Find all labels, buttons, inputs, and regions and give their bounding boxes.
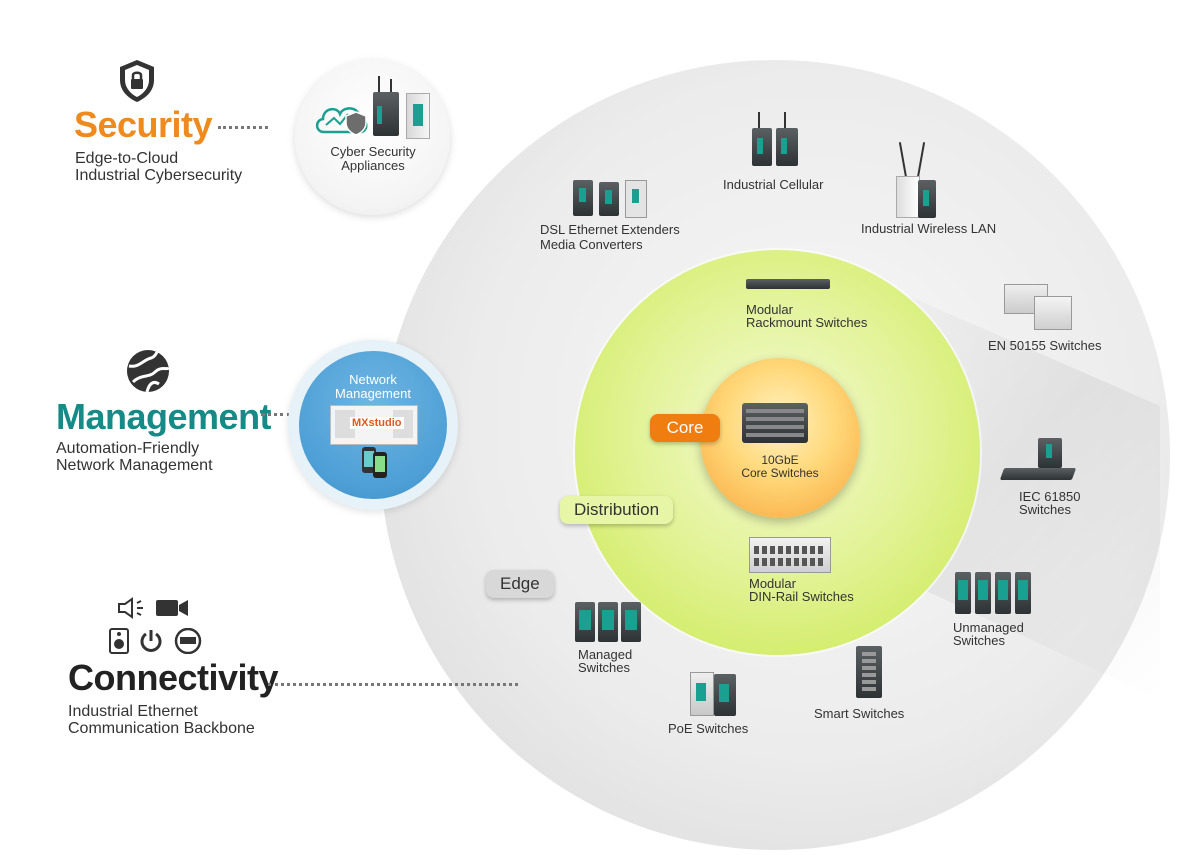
managed-devices bbox=[575, 602, 643, 642]
dsl-devices bbox=[573, 180, 647, 218]
dinrail-switch-device bbox=[749, 537, 831, 573]
security-connector bbox=[218, 126, 268, 129]
security-subtitle-1: Edge-to-Cloud bbox=[75, 150, 179, 167]
dinrail-label-1: Modular bbox=[749, 576, 796, 591]
wlan-devices bbox=[896, 142, 940, 218]
power-icon bbox=[138, 628, 164, 659]
management-bubble-title-1: Network bbox=[349, 372, 397, 387]
en50155-devices bbox=[1004, 284, 1072, 330]
smart-switch-device bbox=[856, 646, 882, 698]
speaker-icon bbox=[117, 597, 149, 624]
management-title: Management bbox=[56, 396, 272, 437]
connectivity-title: Connectivity bbox=[68, 657, 279, 698]
en50155-label: EN 50155 Switches bbox=[988, 338, 1102, 353]
camera-icon bbox=[155, 598, 189, 623]
dsl-label-2: Media Converters bbox=[540, 237, 643, 252]
rackmount-label-2: Rackmount Switches bbox=[746, 315, 868, 330]
management-subtitle-1: Automation-Friendly bbox=[56, 440, 200, 457]
security-bubble-label-2: Appliances bbox=[341, 158, 405, 173]
core-device-label-1: 10GbE bbox=[761, 453, 799, 467]
unmanaged-devices bbox=[955, 572, 1031, 614]
phone-icon bbox=[373, 452, 387, 478]
connectivity-subtitle-1: Industrial Ethernet bbox=[68, 703, 198, 720]
poe-devices bbox=[690, 672, 736, 716]
poe-label: PoE Switches bbox=[668, 721, 749, 736]
cellular-label: Industrial Cellular bbox=[723, 177, 824, 192]
rackmount-switch-device bbox=[746, 279, 830, 289]
cloud-shield-icon bbox=[312, 98, 374, 143]
security-bubble-label-1: Cyber Security bbox=[330, 144, 416, 159]
management-subtitle-2: Network Management bbox=[56, 457, 213, 474]
security-title: Security bbox=[74, 104, 213, 145]
unmanaged-label-2: Switches bbox=[953, 633, 1006, 648]
wlan-label: Industrial Wireless LAN bbox=[861, 221, 997, 236]
globe-icon bbox=[125, 348, 171, 399]
iec61850-label-2: Switches bbox=[1019, 502, 1072, 517]
core-device-label-2: Core Switches bbox=[741, 466, 819, 480]
phone-icon bbox=[362, 447, 376, 473]
security-subtitle-2: Industrial Cybersecurity bbox=[75, 167, 243, 184]
smart-label: Smart Switches bbox=[814, 706, 905, 721]
managed-label-2: Switches bbox=[578, 660, 631, 675]
cellular-devices bbox=[752, 112, 800, 166]
shield-icon bbox=[117, 58, 157, 109]
iec61850-devices bbox=[999, 438, 1077, 482]
loudspeaker-icon bbox=[108, 628, 130, 659]
rackmount-label-1: Modular bbox=[746, 302, 793, 317]
security-appliance-din bbox=[406, 93, 430, 139]
core-tag: Core bbox=[650, 414, 720, 442]
managed-label-1: Managed bbox=[578, 647, 633, 662]
unmanaged-label-1: Unmanaged bbox=[953, 620, 1024, 635]
management-connector bbox=[261, 413, 291, 416]
security-appliance-router bbox=[373, 76, 399, 136]
dsl-label-1: DSL Ethernet Extenders bbox=[540, 222, 680, 237]
edge-tag: Edge bbox=[486, 570, 554, 598]
connectivity-connector bbox=[268, 683, 518, 686]
distribution-tag: Distribution bbox=[560, 496, 674, 524]
meter-icon bbox=[174, 627, 202, 659]
core-switch-device bbox=[742, 403, 808, 443]
dinrail-label-2: DIN-Rail Switches bbox=[749, 589, 854, 604]
connectivity-subtitle-2: Communication Backbone bbox=[68, 720, 255, 737]
iec61850-label-1: IEC 61850 bbox=[1019, 489, 1081, 504]
mxstudio-logo: MXstudio bbox=[350, 417, 404, 429]
management-bubble-title-2: Management bbox=[335, 386, 411, 401]
